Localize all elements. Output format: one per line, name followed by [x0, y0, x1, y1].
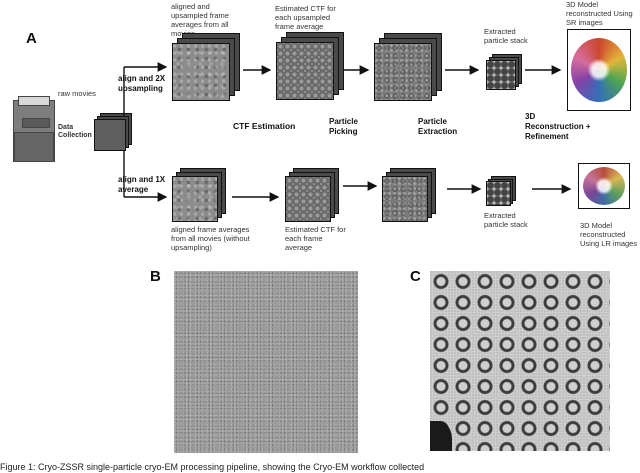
panel-label-c: C [410, 268, 421, 285]
top-ctf-caption: Estimated CTF for each upsampled frame a… [275, 4, 336, 31]
step-ctf-estimation: CTF Estimation [233, 121, 296, 131]
top-model-caption: 3D Model reconstructed Using SR images [566, 0, 633, 27]
bottom-picking-stack [382, 168, 436, 222]
top-3d-model-frame [567, 29, 631, 111]
bottom-frame-avg-caption: aligned frame averages from all movies (… [171, 225, 250, 252]
micrograph-super-res [430, 271, 610, 451]
figure-caption: Figure 1: Cryo-ZSSR single-particle cryo… [0, 462, 425, 472]
bottom-ctf-stack [285, 168, 339, 222]
top-frame-avg-stack [172, 33, 240, 101]
align-1x-label: align and 1X average [118, 175, 166, 194]
bottom-3d-model-frame [578, 163, 630, 209]
top-ctf-stack [276, 32, 344, 100]
raw-movies-stack [94, 113, 132, 153]
align-2x-label: align and 2X upsampling [118, 74, 166, 93]
bottom-stack-caption: Extracted particle stack [484, 211, 528, 229]
micrograph-low-res [174, 271, 358, 453]
step-particle-picking: Particle Picking [329, 117, 358, 136]
micrograph-dark-corner [430, 421, 452, 451]
data-collection-label: Data Collection [58, 124, 92, 139]
panel-label-b: B [150, 268, 161, 285]
bottom-frame-avg-stack [172, 168, 226, 222]
step-particle-extraction: Particle Extraction [418, 117, 458, 136]
raw-movies-label: raw movies [58, 89, 96, 98]
bottom-particle-stack [486, 176, 516, 206]
panel-label-a: A [26, 30, 37, 47]
step-3d-reconstruction: 3D Reconstruction + Refinement [525, 112, 591, 141]
bottom-ctf-caption: Estimated CTF for each frame average [285, 225, 346, 252]
top-picking-stack [374, 33, 442, 101]
top-particle-stack [486, 54, 522, 90]
bottom-model-caption: 3D Model reconstructed Using LR images [580, 221, 638, 248]
top-stack-caption: Extracted particle stack [484, 27, 528, 45]
